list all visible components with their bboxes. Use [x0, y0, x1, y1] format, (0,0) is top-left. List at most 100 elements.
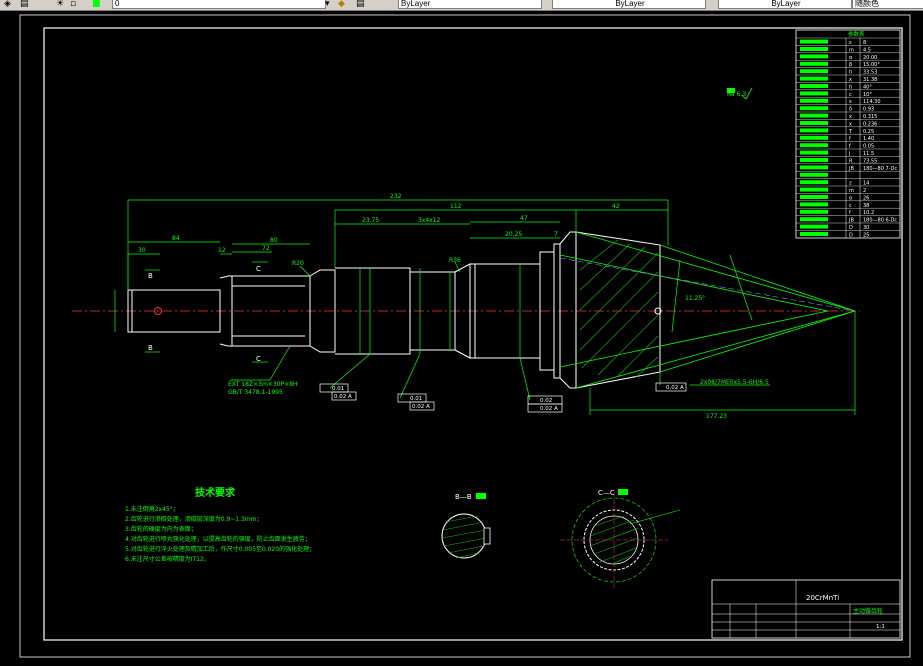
params-row-value: 114.30 [863, 99, 881, 105]
make-current-icon[interactable]: ◆ [338, 0, 345, 9]
tol-1-ref: 0.02 A [334, 394, 352, 400]
lineweight-dropdown[interactable]: ByLayer [718, 0, 852, 9]
annotation-notes: EXT 18Z×3m×30P×8H GB/T 3478.1-1995 2x08/… [228, 91, 769, 396]
params-row-symbol: R [849, 158, 853, 164]
params-row-label [800, 195, 828, 199]
shaft-profile [127, 231, 577, 389]
lock-icon[interactable]: ▫ [70, 0, 77, 9]
params-row-symbol: c [849, 92, 852, 98]
layer-state-icon[interactable]: ▤ [20, 0, 29, 9]
layer-dropdown[interactable]: 0 [112, 0, 326, 9]
params-row-value: 4.5 [863, 47, 871, 53]
sheet-scale: 1:1 [876, 624, 885, 630]
chevron-down-icon[interactable]: ▾ [325, 0, 330, 9]
params-row-value: 180—80 7-Dc [863, 166, 897, 172]
params-row-symbol: α [849, 195, 853, 201]
params-row-value: 40° [863, 84, 872, 90]
dim-3x4: 3x4x12 [418, 217, 441, 224]
params-row-value: 73.55 [863, 158, 877, 164]
params-row-symbol: JB [848, 218, 854, 224]
dim-47: 47 [520, 215, 528, 222]
color-dropdown[interactable]: ByLayer [398, 0, 542, 9]
params-row-label [800, 121, 828, 125]
dim-42: 42 [612, 203, 620, 210]
part-name: 主动锥齿轮 [853, 607, 883, 615]
params-row-label [800, 98, 828, 103]
requirement-5: 5.对齿轮进行淬火处理及精加工后，作尺寸0.005至0.020的强化处理； [125, 545, 315, 553]
dim-12: 12 [218, 247, 226, 254]
params-row-value: 38 [863, 203, 869, 209]
roughness-block [727, 88, 735, 93]
section-mark-c-bottom: C [256, 355, 261, 363]
params-row-symbol: T [848, 129, 853, 135]
params-row-value: 2 [863, 188, 866, 194]
dim-2375: 23.75 [362, 217, 379, 224]
color-swatch-icon: ■ [92, 0, 101, 9]
layer-previous-icon[interactable]: ▤ [356, 0, 365, 9]
params-row-value: 0.93 [863, 107, 874, 113]
thread-hole [654, 307, 662, 315]
params-row-label [800, 165, 828, 170]
requirements-title: 技术要求 [195, 486, 236, 499]
params-row-symbol: j [848, 151, 850, 157]
params-row-label [800, 128, 828, 133]
params-row-symbol: f [849, 144, 851, 150]
params-row-symbol: f [849, 136, 851, 142]
params-row-value: 10.2 [863, 210, 874, 216]
params-row-label [800, 39, 828, 44]
params-row-label [800, 69, 828, 74]
params-row-symbol: m [849, 47, 854, 53]
params-row-value: 33.53 [863, 70, 877, 76]
section-bb-title: B—B [455, 493, 472, 501]
params-row-value: 8 [863, 40, 866, 46]
roughness-symbol [741, 87, 753, 100]
params-row-value: 31.38 [863, 77, 877, 83]
section-mark-b-bottom: B [148, 344, 153, 352]
params-row-symbol: x [849, 121, 852, 127]
params-row-symbol: D [849, 232, 853, 238]
params-row-value: 0.315 [863, 114, 877, 120]
params-row-label [800, 187, 828, 192]
drawing-frame [43, 27, 903, 641]
dim-112: 112 [450, 203, 462, 210]
params-row-label [800, 91, 828, 96]
params-row-symbol: x [849, 77, 852, 83]
params-row-value: 0.05 [863, 144, 874, 150]
dim-overall: 232 [390, 193, 402, 200]
params-row-symbol: x [849, 114, 852, 120]
section-bb: B—B [441, 493, 491, 559]
params-row-symbol: m [849, 188, 854, 194]
params-row-label [800, 106, 828, 111]
requirement-2: 2.齿轮进行渗碳处理，渗碳层深度为0.9~1.3mm； [125, 515, 263, 523]
drawing-canvas[interactable]: 232 30 84 12 72 80 112 23.75 3x4x12 47 2… [0, 11, 923, 661]
params-row-symbol: JB [848, 166, 854, 172]
params-row-label [800, 143, 828, 148]
params-row-value: 25 [863, 232, 869, 238]
requirement-6: 6.未注尺寸公差按精度为IT12。 [125, 555, 210, 563]
params-row-value: 11.5 [863, 151, 874, 157]
params-row-symbol: δ [849, 107, 852, 113]
dim-84: 84 [172, 235, 180, 242]
params-table-header: 参数表 [848, 30, 865, 38]
section-marks: B B C C [148, 265, 261, 363]
params-row-value: 0.25 [863, 129, 874, 135]
params-row-symbol: α [849, 55, 853, 61]
linetype-dropdown[interactable]: ByLayer [552, 0, 706, 9]
params-row-label [800, 158, 828, 162]
params-row-value: 1.40 [863, 136, 874, 142]
params-row-label [800, 209, 828, 214]
dim-2025: 20.25 [505, 231, 522, 238]
layer-manager-icon[interactable]: ◈ [4, 0, 11, 9]
params-row-label [800, 61, 828, 66]
cad-drawing[interactable]: 232 30 84 12 72 80 112 23.75 3x4x12 47 2… [0, 11, 923, 661]
section-mark-b-top: B [148, 272, 153, 280]
freeze-icon[interactable]: ☀ [56, 0, 65, 9]
params-row-value: 15.00° [863, 62, 880, 68]
section-cc: C—C [560, 489, 681, 588]
params-row-label [800, 135, 828, 140]
plotstyle-dropdown[interactable]: 随颜色 [852, 0, 923, 9]
params-row-symbol: z [849, 181, 852, 187]
params-row-label [800, 180, 828, 185]
params-row-symbol: s [849, 99, 852, 105]
